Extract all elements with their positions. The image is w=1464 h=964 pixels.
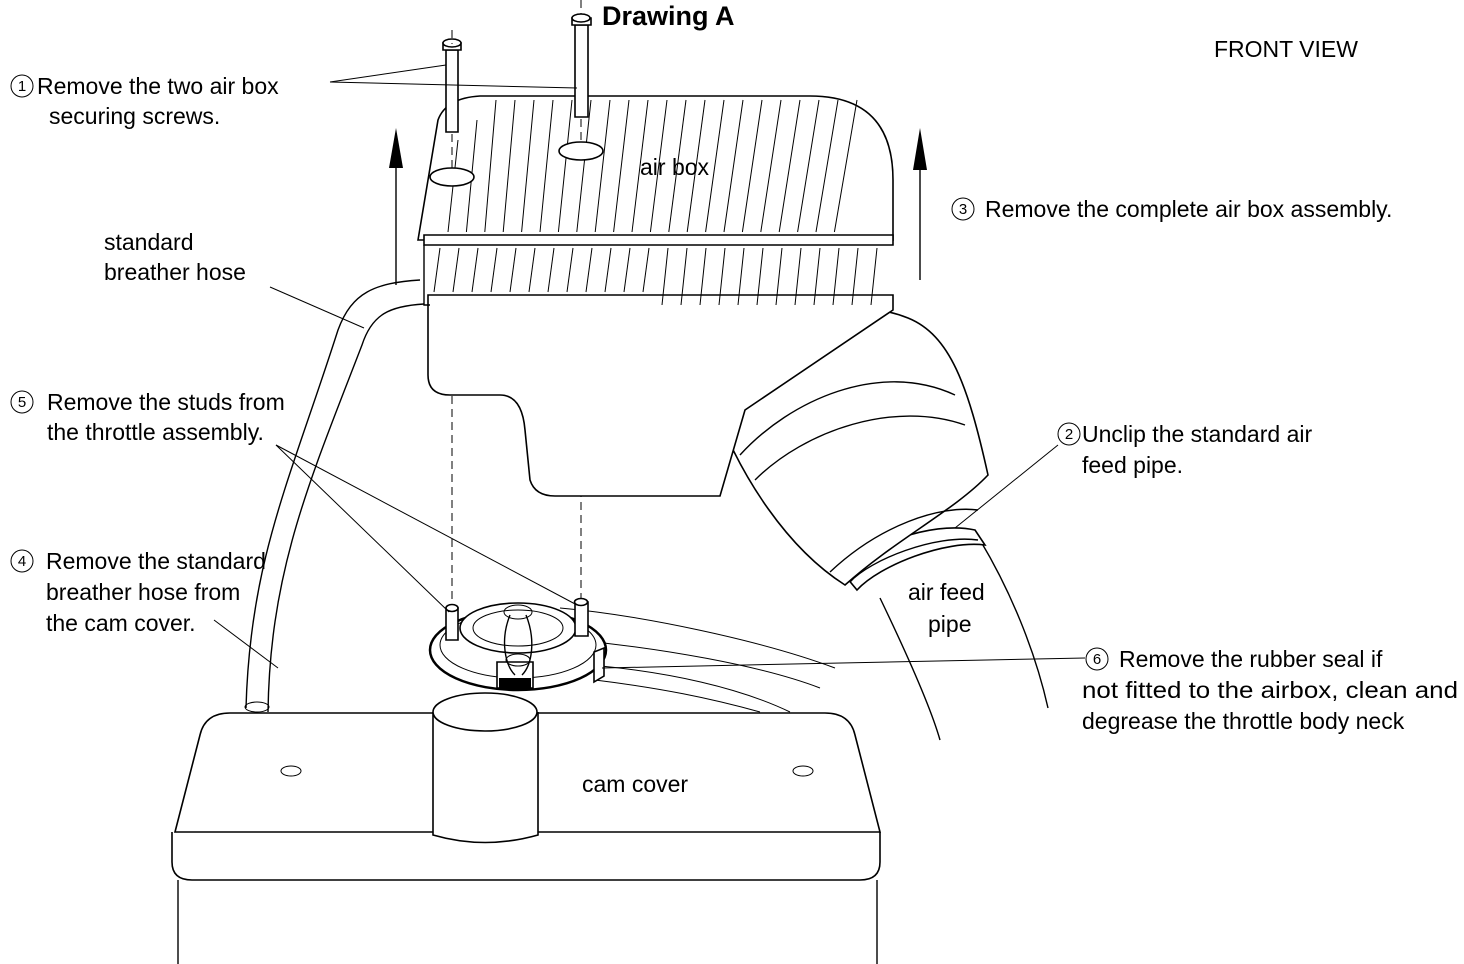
step-1-number: 1 [18,78,26,95]
step-4-line-3: the cam cover. [46,610,196,636]
step-5-number: 5 [18,394,26,411]
step-2-callout: 2 Unclip the standard air feed pipe. [1057,421,1312,478]
step-6-line-3: degrease the throttle body neck [1082,708,1405,734]
step-5-callout: 5 Remove the studs from the throttle ass… [10,389,285,445]
step-3-line-1: Remove the complete air box assembly. [985,196,1392,222]
step-5-line-1: Remove the studs from [47,389,285,415]
step-2-line-2: feed pipe. [1082,452,1183,478]
step-3-number: 3 [959,201,967,218]
step-6-callout: 6 Remove the rubber seal if not fitted t… [1082,646,1458,734]
air-feed-pipe-label-line-1: air feed [908,579,985,605]
cam-cover-label: cam cover [582,771,688,797]
view-label: FRONT VIEW [1214,36,1358,62]
breather-hose [244,279,425,713]
cam-cover [171,692,882,964]
step-1-line-2: securing screws. [49,103,220,129]
leader-lines [213,64,1086,669]
step-1-callout: 1 Remove the two air box securing screws… [10,73,279,129]
step-4-callout: 4 Remove the standard breather hose from… [10,548,266,636]
step-3-callout: 3 Remove the complete air box assembly. [951,196,1392,222]
step-2-number: 2 [1065,426,1073,443]
air-box-screws [442,0,592,170]
step-6-line-2: not fitted to the airbox, clean and [1082,677,1458,703]
air-feed-pipe-label-line-2: pipe [928,611,971,637]
step-4-line-2: breather hose from [46,579,240,605]
breather-hose-label-line-1: standard [104,229,194,255]
breather-hose-label-line-2: breather hose [104,259,246,285]
throttle-assembly [428,318,836,713]
step-6-line-1: Remove the rubber seal if [1119,646,1383,672]
step-6-number: 6 [1093,651,1101,668]
step-1-line-1: Remove the two air box [37,73,279,99]
step-4-number: 4 [18,553,26,570]
part-labels: air box standard breather hose air feed … [104,154,985,797]
removal-arrows [389,128,927,285]
drawing-title: Drawing A [602,1,735,31]
step-5-line-2: the throttle assembly. [47,419,264,445]
air-box-label: air box [640,154,710,180]
air-box [417,95,989,587]
step-2-line-1: Unclip the standard air [1082,421,1312,447]
step-4-line-1: Remove the standard [46,548,266,574]
